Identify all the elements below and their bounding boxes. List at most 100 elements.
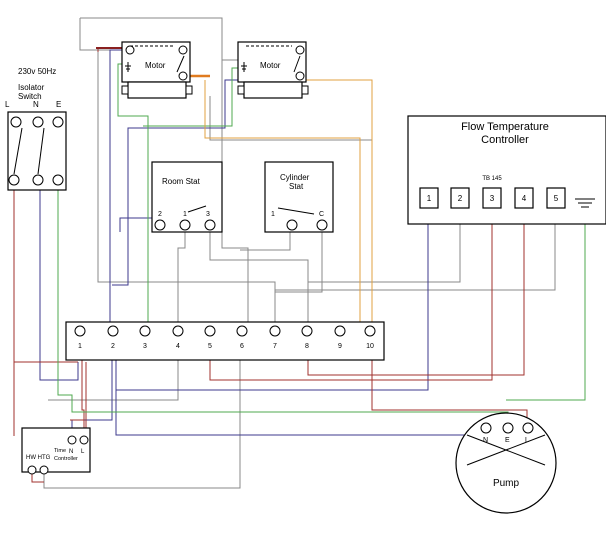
flow-controller-terminal-label: 3 <box>490 194 495 203</box>
flow-controller-box <box>407 115 606 225</box>
isolator-switch-blade <box>37 127 45 175</box>
time-controller-terminal <box>27 465 37 475</box>
time-controller-terminal <box>79 435 89 445</box>
motor-2-base <box>243 81 303 99</box>
flow-controller-terminal <box>514 187 534 209</box>
isolator-terminal <box>32 174 44 186</box>
wire-earth <box>506 212 586 401</box>
flow-controller-terminal-label: 2 <box>458 194 463 203</box>
flow-controller-terminal-label: 1 <box>427 194 432 203</box>
isolator-terminal-n: N <box>33 100 39 109</box>
wires <box>13 17 586 489</box>
wire-grey <box>274 232 323 322</box>
motor-1-terminal <box>178 45 188 55</box>
isolator-title-line1: Isolator <box>18 83 45 92</box>
junction-terminal-7 <box>269 325 281 337</box>
time-controller: N L HW HTG Time Controller <box>21 427 91 475</box>
flow-controller-title-line2: Controller <box>481 134 529 146</box>
pump-terminal-e: E <box>505 437 510 444</box>
junction-terminal-label: 3 <box>143 343 147 350</box>
junction-terminal-6 <box>236 325 248 337</box>
cylinder-stat-terminal <box>286 219 298 231</box>
junction-terminal-label: 4 <box>176 343 180 350</box>
wire-grey <box>275 208 556 291</box>
wire-grey <box>308 208 461 283</box>
flow-controller-terminal-label: 4 <box>522 194 527 203</box>
junction-terminal-label: 1 <box>78 343 82 350</box>
cylinder-stat-switch <box>277 207 315 215</box>
junction-terminal-label: 2 <box>111 343 115 350</box>
motor-1: Motor <box>121 41 193 99</box>
isolator-title-line2: Switch <box>18 92 42 101</box>
wire-grey <box>79 18 128 51</box>
isolator-terminal-e: E <box>56 100 61 109</box>
isolator-switch: 230v 50Hz Isolator Switch L N E <box>5 67 67 191</box>
motor-1-switch <box>176 55 185 73</box>
flow-controller-model: TB 145 <box>482 176 502 182</box>
flow-controller-terminal <box>546 187 566 209</box>
pump: N E L Pump <box>455 412 557 514</box>
time-controller-terminal <box>67 435 77 445</box>
wire-neutral <box>115 208 429 391</box>
junction-terminal-10 <box>364 325 376 337</box>
time-controller-box <box>21 427 91 473</box>
motor-1-label: Motor <box>145 61 166 70</box>
motor-2-terminal <box>295 71 305 81</box>
motor-2-mount <box>237 85 245 95</box>
motor-1-mount <box>185 85 193 95</box>
isolator-terminal <box>52 174 64 186</box>
wire-live <box>307 208 525 376</box>
room-stat-terminal-label: 2 <box>158 211 162 218</box>
junction-terminal-4 <box>172 325 184 337</box>
junction-terminal-label: 10 <box>366 343 374 350</box>
motor-2-label: Motor <box>260 61 281 70</box>
wire-grey <box>209 232 309 322</box>
wire-neutral <box>115 390 486 436</box>
pump-terminal <box>480 422 492 434</box>
pump-body <box>455 412 557 514</box>
pump-terminal-l: L <box>525 437 529 444</box>
time-controller-title-line2: Controller <box>54 456 78 462</box>
motor-2-terminal <box>295 45 305 55</box>
motor-2-mount <box>301 85 309 95</box>
pump-terminal-n: N <box>483 437 488 444</box>
room-stat-terminal <box>179 219 191 231</box>
earth-symbol-icon <box>575 198 595 208</box>
motor-2-switch <box>293 55 301 73</box>
flow-controller-terminal <box>450 187 470 209</box>
junction-terminal-9 <box>334 325 346 337</box>
isolator-terminal-l: L <box>5 100 10 109</box>
room-stat: Room Stat 2 1 3 <box>151 161 223 233</box>
time-controller-outputs-label: HW HTG <box>26 455 51 461</box>
room-stat-switch <box>187 205 207 213</box>
wire-grey <box>48 355 179 401</box>
junction-terminal-1 <box>74 325 86 337</box>
wire-grey <box>240 232 291 251</box>
cylinder-stat-title-line2: Stat <box>289 182 304 191</box>
isolator-switch-blade <box>13 127 23 175</box>
wire-live <box>209 208 493 381</box>
motor-1-base <box>127 81 187 99</box>
cylinder-stat-terminal-label: C <box>319 211 324 218</box>
junction-terminal-5 <box>204 325 216 337</box>
isolator-terminal <box>8 174 20 186</box>
room-stat-terminal <box>154 219 166 231</box>
motor-1-earth-icon <box>125 62 131 72</box>
wire-grey <box>221 18 249 322</box>
wire-neutral <box>119 217 160 232</box>
room-stat-title: Room Stat <box>162 177 201 186</box>
cylinder-stat-terminal-label: 1 <box>271 211 275 218</box>
pump-cross-line <box>466 434 546 466</box>
junction-terminal-label: 7 <box>273 343 277 350</box>
motor-1-mount <box>121 85 129 95</box>
junction-terminal-label: 5 <box>208 343 212 350</box>
wire-live <box>13 361 78 436</box>
wire-neutral <box>112 79 240 286</box>
flow-controller-title-line1: Flow Temperature <box>461 121 549 133</box>
time-controller-terminal <box>39 465 49 475</box>
isolator-terminal <box>10 116 22 128</box>
motor-1-terminal <box>125 45 135 55</box>
junction-terminal-label: 6 <box>240 343 244 350</box>
time-controller-terminal-n: N <box>69 449 73 455</box>
isolator-terminal <box>32 116 44 128</box>
